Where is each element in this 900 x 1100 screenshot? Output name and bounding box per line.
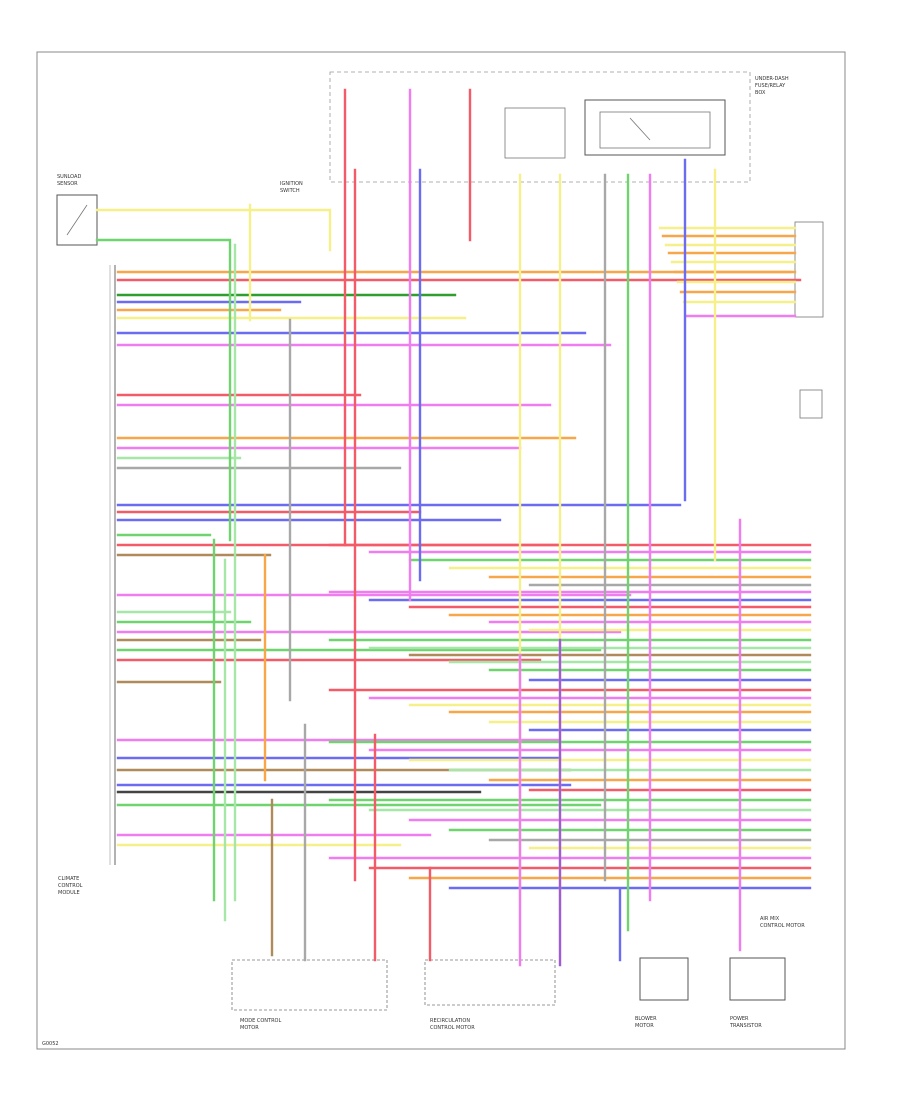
fuse-label-line-2: FUSE/RELAY [755,83,786,89]
ign-label-line-2: SWITCH [280,188,300,194]
mode-control-motor-label: MODE CONTROL MOTOR [240,1018,281,1031]
mode-control-motor-box [231,959,388,1011]
ignition-switch-label: IGNITION SWITCH [280,181,303,194]
ccm-label-line-1: CLIMATE [58,876,79,882]
right-connector-mid [799,389,823,419]
ccm-label-line-2: CONTROL [58,883,83,889]
transistor-label-line-2: TRANSISTOR [729,1023,762,1029]
fuse-label-line-3: BOX [755,90,766,96]
blower-motor-label: BLOWER MOTOR [635,1016,657,1029]
recirc-control-motor-box [424,959,556,1006]
sunload-label-line-1: SUNLOAD [57,174,81,180]
fuse-relay-box-outline [329,71,751,183]
mode-label-line-2: MOTOR [240,1025,259,1031]
wires [95,88,812,967]
recirc-control-motor-label: RECIRCULATION CONTROL MOTOR [430,1018,475,1031]
blower-motor-box [639,957,689,1001]
right-connector-upper [794,221,824,318]
ccm-label: CLIMATE CONTROL MODULE [58,876,83,896]
air-mix-motor-label: AIR MIX CONTROL MOTOR [760,916,805,929]
footer-label: G0052 [42,1041,59,1047]
sunload-sensor-box [56,194,98,246]
sunload-sensor-label: SUNLOAD SENSOR [57,174,81,187]
ignition-switch-box [504,107,566,159]
wire-sunload-ground [95,238,232,542]
transistor-label-line-1: POWER [730,1016,749,1022]
fuse-relay-box-label: UNDER-DASH FUSE/RELAY BOX [755,76,789,96]
airmix-label-line-2: CONTROL MOTOR [760,923,805,929]
power-transistor-label: POWER TRANSISTOR [729,1016,762,1029]
recirc-label-line-2: CONTROL MOTOR [430,1025,475,1031]
relay-box-inner [599,111,711,149]
blower-label-line-1: BLOWER [635,1016,657,1022]
ccm-label-line-3: MODULE [58,890,80,896]
fuse-label-line-1: UNDER-DASH [755,76,789,82]
sunload-label-line-2: SENSOR [57,181,78,187]
wire-sunload-signal [95,208,332,252]
ign-label-line-1: IGNITION [280,181,303,187]
mode-label-line-1: MODE CONTROL [240,1018,281,1024]
recirc-label-line-1: RECIRCULATION [430,1018,470,1024]
blower-label-line-2: MOTOR [635,1023,654,1029]
relay-box [584,99,726,156]
power-transistor-box [729,957,786,1001]
page-border [36,51,846,1050]
airmix-label-line-1: AIR MIX [760,916,780,922]
